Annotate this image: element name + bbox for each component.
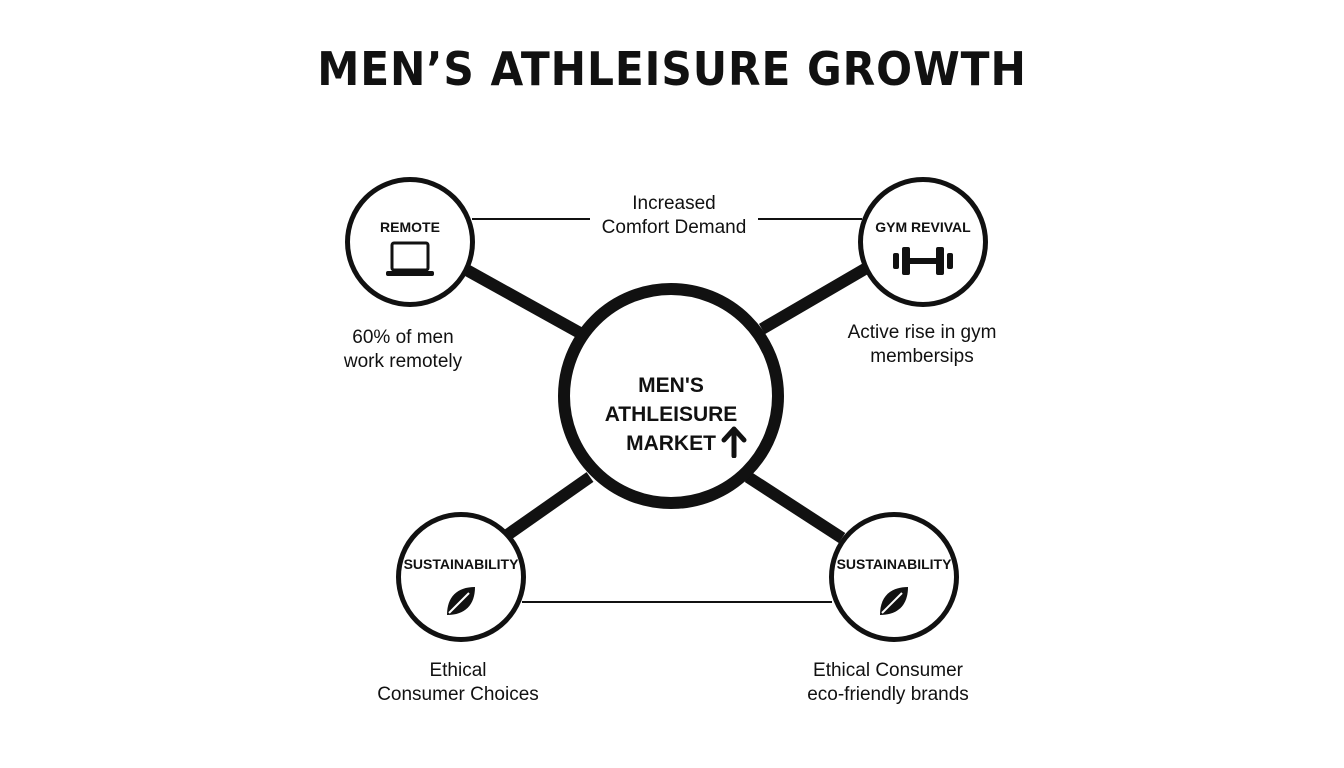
leaf-icon — [443, 583, 479, 624]
dumbbell-icon — [891, 244, 955, 283]
node-sustainability-right: SUSTAINABILITY — [829, 512, 959, 642]
node-remote-label: REMOTE — [380, 219, 440, 235]
spoke-gym — [758, 260, 874, 335]
caption-sustainability-left-line1: Ethical — [429, 660, 487, 681]
spoke-remote — [460, 262, 583, 339]
node-sustainability-left-label: SUSTAINABILITY — [403, 556, 519, 572]
node-gym-label: GYM REVIVAL — [875, 219, 971, 235]
node-remote: REMOTE — [345, 177, 475, 307]
caption-remote-line2: work remotely — [343, 351, 463, 372]
spoke-sustain-left — [499, 472, 594, 543]
center-hub: MEN'S ATHLEISURE MARKET — [558, 283, 784, 509]
caption-sustainability-left-line2: Consumer Choices — [377, 684, 539, 705]
up-arrow-icon — [720, 426, 748, 463]
caption-remote: 60% of men work remotely — [313, 326, 493, 374]
caption-sustainability-left: Ethical Consumer Choices — [358, 659, 558, 707]
caption-remote-line1: 60% of men — [352, 327, 454, 348]
leaf-icon — [876, 583, 912, 624]
caption-gym-line1: Active rise in gym — [847, 322, 997, 343]
spoke-sustain-right — [744, 471, 846, 544]
caption-sustainability-right-line1: Ethical Consumer — [813, 660, 963, 681]
laptop-icon — [384, 240, 436, 285]
center-label-line2: MARKET — [626, 432, 716, 455]
caption-comfort-demand: Increased Comfort Demand — [574, 192, 774, 240]
caption-gym-line2: membersips — [870, 346, 974, 367]
diagram-title: MEN’S ATHLEISURE GROWTH — [317, 42, 1027, 96]
caption-gym: Active rise in gym membersips — [812, 321, 1032, 369]
center-label-line1: MEN'S ATHLEISURE — [604, 374, 738, 426]
node-sustainability-left: SUSTAINABILITY — [396, 512, 526, 642]
node-gym: GYM REVIVAL — [858, 177, 988, 307]
caption-comfort-demand-line2: Comfort Demand — [601, 217, 747, 238]
caption-sustainability-right: Ethical Consumer eco-friendly brands — [778, 659, 998, 707]
node-sustainability-right-label: SUSTAINABILITY — [836, 556, 952, 572]
center-label: MEN'S ATHLEISURE MARKET — [570, 371, 772, 458]
caption-sustainability-right-line2: eco-friendly brands — [807, 684, 969, 705]
caption-comfort-demand-line1: Increased — [632, 193, 716, 214]
